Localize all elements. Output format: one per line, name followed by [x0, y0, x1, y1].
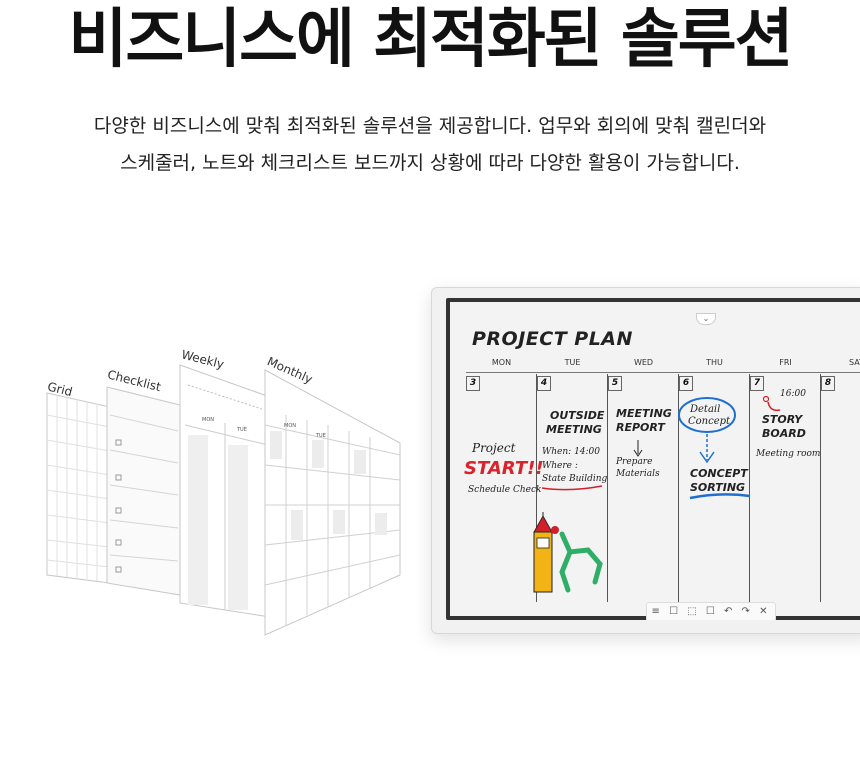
tue-note-outside: OUTSIDE — [550, 409, 605, 422]
date-8: 8 — [821, 376, 835, 391]
thu-note-concept: Concept — [688, 416, 731, 427]
fri-note-meeting-room: Meeting room — [756, 449, 821, 459]
day-header-row: MON TUE WED THU FRI SAT — [466, 358, 860, 373]
description: 다양한 비즈니스에 맞춰 최적화된 솔루션을 제공합니다. 업무와 회의에 맞춰… — [0, 108, 860, 182]
chevron-down-icon[interactable]: ⌄ — [696, 313, 716, 325]
fri-note-time: 16:00 — [780, 389, 806, 399]
column-divider — [607, 374, 608, 602]
display-screen: PROJECT PLAN MON TUE WED THU FRI SAT 3 4… — [446, 298, 860, 620]
monthly-day-tue: TUE — [316, 433, 326, 439]
template-sheets: Grid Checklist Weekly Monthly MON TUE MO… — [40, 345, 410, 645]
tue-note-when: When: 14:00 — [542, 447, 600, 457]
column-divider — [536, 374, 537, 602]
thu-note-sorting: SORTING — [690, 481, 746, 494]
column-divider — [749, 374, 750, 602]
wed-note-meeting: MEETING — [616, 407, 672, 420]
thu-note-detail: Detail — [690, 404, 721, 415]
day-thu: THU — [706, 358, 723, 367]
mon-note-schedule-check: Schedule Check — [468, 485, 542, 495]
date-4: 4 — [537, 376, 551, 391]
description-line-2: 스케줄러, 노트와 체크리스트 보드까지 상황에 따라 다양한 활용이 가능합니… — [120, 152, 740, 174]
fri-note-story: STORY — [762, 413, 803, 426]
tue-note-meeting: MEETING — [546, 423, 602, 436]
tue-note-place: State Building — [542, 474, 608, 484]
handwriting-doodles — [533, 395, 781, 593]
project-plan-board[interactable]: PROJECT PLAN MON TUE WED THU FRI SAT 3 4… — [450, 302, 860, 620]
drawing-toolbar[interactable]: ≡ ☐ ⬚ ☐ ↶ ↷ ✕ — [646, 602, 776, 620]
column-divider — [820, 374, 821, 602]
weekly-day-tue: TUE — [237, 427, 247, 433]
date-6: 6 — [679, 376, 693, 391]
description-line-1: 다양한 비즈니스에 맞춰 최적화된 솔루션을 제공합니다. 업무와 회의에 맞춰… — [93, 115, 767, 137]
day-mon: MON — [491, 358, 512, 367]
template-sheets-art — [46, 364, 401, 636]
wed-note-report: REPORT — [616, 421, 665, 434]
day-fri: FRI — [779, 358, 792, 367]
column-divider — [678, 374, 679, 602]
date-5: 5 — [608, 376, 622, 391]
day-tue: TUE — [564, 358, 581, 367]
flip-display: PROJECT PLAN MON TUE WED THU FRI SAT 3 4… — [431, 287, 860, 634]
day-wed: WED — [633, 358, 654, 367]
date-7: 7 — [750, 376, 764, 391]
weekly-day-mon: MON — [202, 417, 214, 423]
wed-note-prepare: Prepare — [616, 457, 653, 467]
headline: 비즈니스에 최적화된 솔루션 — [68, 3, 793, 77]
monthly-day-mon: MON — [284, 423, 296, 429]
fri-note-board: BOARD — [762, 427, 806, 440]
wed-note-materials: Materials — [616, 469, 660, 479]
board-title: PROJECT PLAN — [472, 328, 633, 350]
date-3: 3 — [466, 376, 480, 391]
thu-note-concept-caps: CONCEPT — [690, 467, 748, 480]
tue-note-where: Where : — [542, 461, 578, 471]
mon-note-start: START!! — [464, 458, 544, 479]
mon-note-project: Project — [472, 441, 516, 455]
day-sat: SAT — [849, 358, 860, 367]
